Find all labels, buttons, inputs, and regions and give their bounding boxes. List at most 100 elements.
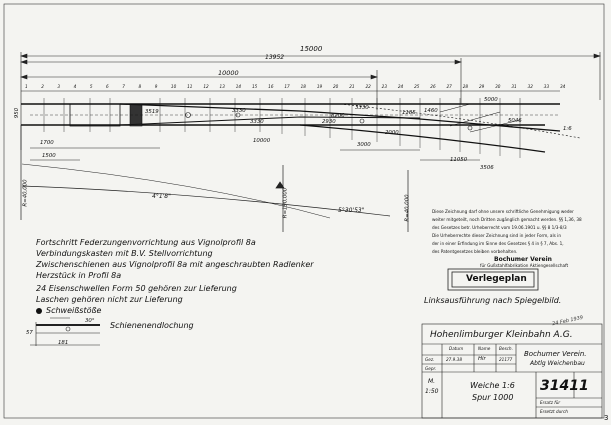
scale-value: 1:50 bbox=[425, 388, 439, 395]
ruler-number: 29 bbox=[478, 84, 485, 89]
dim-1500: 1500 bbox=[42, 153, 56, 159]
rail-end-hole-detail bbox=[30, 317, 100, 346]
ruler-number: 26 bbox=[430, 84, 436, 89]
dim-10000: 10000 bbox=[218, 69, 239, 77]
legend-note: Herzstück in Profil 8a bbox=[36, 271, 122, 280]
ruler-number: 19 bbox=[316, 84, 323, 89]
weld-length: 181 bbox=[58, 340, 69, 346]
dim-1460: 1460 bbox=[424, 108, 438, 114]
legend-note: Zwischenschienen aus Vignolprofil 8a mit… bbox=[36, 260, 314, 269]
dim-3330: 3330 bbox=[232, 108, 246, 114]
legend-note: 24 Eisenschwellen Form 50 gehören zur Li… bbox=[36, 284, 237, 293]
ruler-number: 17 bbox=[284, 84, 290, 89]
ratio-label: 1:6 bbox=[563, 126, 572, 132]
notice-line: Die Urheberrechte dieser Zeichnung sind … bbox=[432, 233, 561, 238]
ruler-number: 8 bbox=[138, 84, 142, 89]
radius-1: R=40,000 bbox=[22, 179, 29, 207]
ruler-number: 18 bbox=[300, 84, 306, 89]
ruler-number: 10 bbox=[170, 84, 177, 89]
dim-5046: 5046 bbox=[508, 118, 522, 124]
title-block-grid bbox=[421, 323, 603, 419]
dim-5000: 5000 bbox=[484, 97, 498, 103]
ruler-number: 2 bbox=[41, 84, 44, 89]
notice-line: des Patentgesetzes bleiben vorbehalten. bbox=[432, 249, 518, 254]
radius-2: R=190,000 bbox=[282, 187, 289, 219]
radius-curves bbox=[20, 125, 409, 232]
ruler-number: 1 bbox=[25, 84, 28, 89]
ruler-number: 34 bbox=[560, 84, 566, 89]
notice-company-sub: für Gußstahlfabrikation Aktiengesellscha… bbox=[480, 263, 569, 268]
dim-1700: 1700 bbox=[40, 140, 54, 146]
notice-company: Bochumer Verein bbox=[494, 256, 552, 263]
ruler-number: 9 bbox=[154, 84, 158, 89]
ruler-number: 27 bbox=[446, 84, 452, 89]
ruler-number: 30 bbox=[495, 84, 501, 89]
radius-3: R=40,000 bbox=[404, 194, 411, 222]
dim-10000b: 10000 bbox=[253, 138, 271, 144]
angle-2: 5°30'53" bbox=[338, 207, 365, 214]
row-label: Gepr. bbox=[425, 366, 437, 371]
replaced-by-label: Ersetzt durch bbox=[540, 409, 568, 414]
lower-dimensions bbox=[30, 147, 480, 161]
row-label: Gez. bbox=[425, 357, 435, 362]
dim-3519: 3519 bbox=[145, 109, 159, 115]
legend-note: Laschen gehören nicht zur Lieferung bbox=[36, 295, 183, 304]
title-line-2: Spur 1000 bbox=[472, 393, 514, 402]
notice-line: Diese Zeichnung darf ohne unsere schrift… bbox=[432, 209, 574, 214]
ruler-number: 23 bbox=[381, 84, 387, 89]
ruler-number: 32 bbox=[527, 84, 533, 89]
mirror-note: Linksausführung nach Spiegelbild. bbox=[424, 296, 562, 305]
ruler-number: 33 bbox=[543, 84, 550, 89]
dim-3330b: 3330 bbox=[250, 119, 264, 125]
ruler-number: 28 bbox=[462, 84, 469, 89]
notice-line: des Gesetzes betr. Urheberrecht vom 19.0… bbox=[432, 225, 567, 230]
legend-note: Schweißstöße bbox=[46, 306, 102, 315]
sheet-corner-number: 3 bbox=[604, 414, 609, 422]
dim-2930: 2930 bbox=[322, 119, 336, 125]
weld-angle: 30° bbox=[85, 318, 95, 324]
scale-label: M. bbox=[428, 378, 436, 385]
col-header: Datum bbox=[449, 346, 464, 351]
ruler-number: 24 bbox=[397, 84, 404, 89]
maker-department: Abtlg Weichenbau bbox=[530, 360, 585, 367]
verlegeplan-stamp: Verlegeplan bbox=[466, 274, 527, 284]
replaces-label: Ersatz für bbox=[540, 400, 561, 405]
ruler-number: 21 bbox=[349, 84, 355, 89]
weld-height: 57 bbox=[26, 330, 33, 336]
legend-note: Verbindungskasten mit B.V. Stellvorricht… bbox=[36, 249, 213, 258]
sheet-border bbox=[3, 3, 605, 419]
stamp-frame bbox=[447, 268, 539, 291]
ruler-number: 15 bbox=[251, 84, 258, 89]
notice-line: der in einer Erfindung im Sinne des Gese… bbox=[432, 241, 564, 246]
maker-name: Bochumer Verein. bbox=[524, 350, 587, 358]
dimension-lines bbox=[20, 52, 601, 150]
ruler-number: 7 bbox=[122, 84, 125, 89]
dim-3506: 3506 bbox=[480, 165, 494, 171]
ruler-number: 14 bbox=[235, 84, 242, 89]
legend-note: Fortschritt Federzungenvorrichtung aus V… bbox=[36, 238, 256, 247]
col-header: Besch. bbox=[499, 346, 513, 351]
weld-dot-icon bbox=[36, 308, 42, 314]
dim-950: 950 bbox=[14, 107, 21, 119]
dim-2000: 2000 bbox=[385, 130, 399, 136]
dim-8200: 8200 bbox=[331, 113, 345, 119]
ruler-number: 11 bbox=[187, 84, 193, 89]
ruler-number: 12 bbox=[203, 84, 209, 89]
dim-3000: 3000 bbox=[357, 142, 371, 148]
ruler-number: 6 bbox=[106, 84, 109, 89]
ruler-number: 25 bbox=[414, 84, 420, 89]
track-geometry bbox=[21, 98, 581, 158]
ruler-number: 3 bbox=[57, 84, 61, 89]
notice-line: weiter mitgeteilt, noch Dritten zugängli… bbox=[432, 217, 582, 222]
dim-3330a: 3330 bbox=[355, 105, 369, 111]
col-header: Name bbox=[478, 346, 491, 351]
ruler-number: 16 bbox=[268, 84, 274, 89]
legend-weld: Schienenendlochung bbox=[110, 321, 194, 330]
drawn-date: 27.9.38 bbox=[446, 357, 462, 362]
dim-1185: 1185 bbox=[402, 110, 416, 116]
drawn-number: 21177 bbox=[499, 357, 513, 362]
ruler-number: 22 bbox=[365, 84, 371, 89]
customer-name: Hohenlimburger Kleinbahn A.G. bbox=[430, 330, 573, 340]
drawing-number: 31411 bbox=[540, 378, 589, 394]
